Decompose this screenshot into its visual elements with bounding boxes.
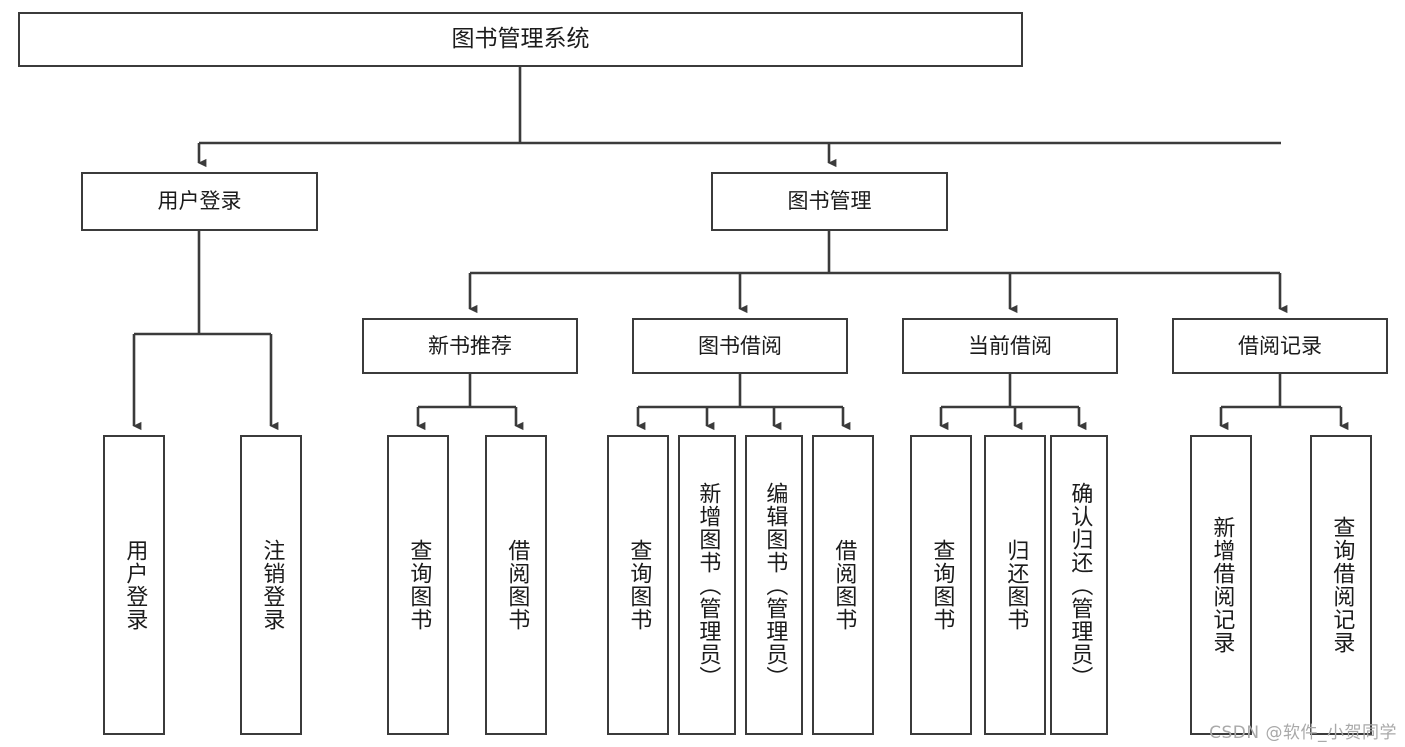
leaf-borrow-books-recommend[interactable]: 借阅图书 [485,435,547,735]
leaf-query-borrow-record[interactable]: 查询借阅记录 [1310,435,1372,735]
node-label: 用户登录 [122,539,148,631]
node-label: 查询图书 [626,539,652,631]
node-label: 确认归还（管理员） [1067,481,1093,689]
node-book-borrowing[interactable]: 图书借阅 [632,318,848,374]
node-label: 新书推荐 [428,333,512,358]
node-label: 借阅图书 [504,539,530,631]
leaf-query-books-current[interactable]: 查询图书 [910,435,972,735]
node-label: 借阅记录 [1238,333,1322,358]
node-book-management[interactable]: 图书管理 [711,172,948,231]
node-root[interactable]: 图书管理系统 [18,12,1023,67]
node-label: 新增图书（管理员） [695,481,721,689]
node-borrowing-records[interactable]: 借阅记录 [1172,318,1388,374]
leaf-query-books-recommend[interactable]: 查询图书 [387,435,449,735]
node-label: 当前借阅 [968,333,1052,358]
node-label: 编辑图书（管理员） [762,481,788,689]
csdn-watermark: CSDN @软件_小贺同学 [1209,723,1397,743]
leaf-query-books-borrowing[interactable]: 查询图书 [607,435,669,735]
node-label: 图书管理系统 [451,25,590,52]
leaf-confirm-return-admin[interactable]: 确认归还（管理员） [1050,435,1108,735]
node-label: 查询借阅记录 [1329,516,1355,654]
node-user-login[interactable]: 用户登录 [81,172,318,231]
node-label: 注销登录 [259,539,285,631]
leaf-edit-book-admin[interactable]: 编辑图书（管理员） [745,435,803,735]
node-label: 查询图书 [929,539,955,631]
node-current-borrowing[interactable]: 当前借阅 [902,318,1118,374]
leaf-add-borrow-record[interactable]: 新增借阅记录 [1190,435,1252,735]
node-label: 借阅图书 [831,539,857,631]
leaf-logout[interactable]: 注销登录 [240,435,302,735]
leaf-add-book-admin[interactable]: 新增图书（管理员） [678,435,736,735]
node-label: 新增借阅记录 [1209,516,1235,654]
node-label: 图书借阅 [698,333,782,358]
node-label: 归还图书 [1003,539,1029,631]
leaf-user-login[interactable]: 用户登录 [103,435,165,735]
leaf-return-books[interactable]: 归还图书 [984,435,1046,735]
node-label: 图书管理 [787,189,872,214]
node-label: 用户登录 [157,189,242,214]
node-label: 查询图书 [406,539,432,631]
node-new-book-recommendation[interactable]: 新书推荐 [362,318,578,374]
leaf-borrow-books[interactable]: 借阅图书 [812,435,874,735]
